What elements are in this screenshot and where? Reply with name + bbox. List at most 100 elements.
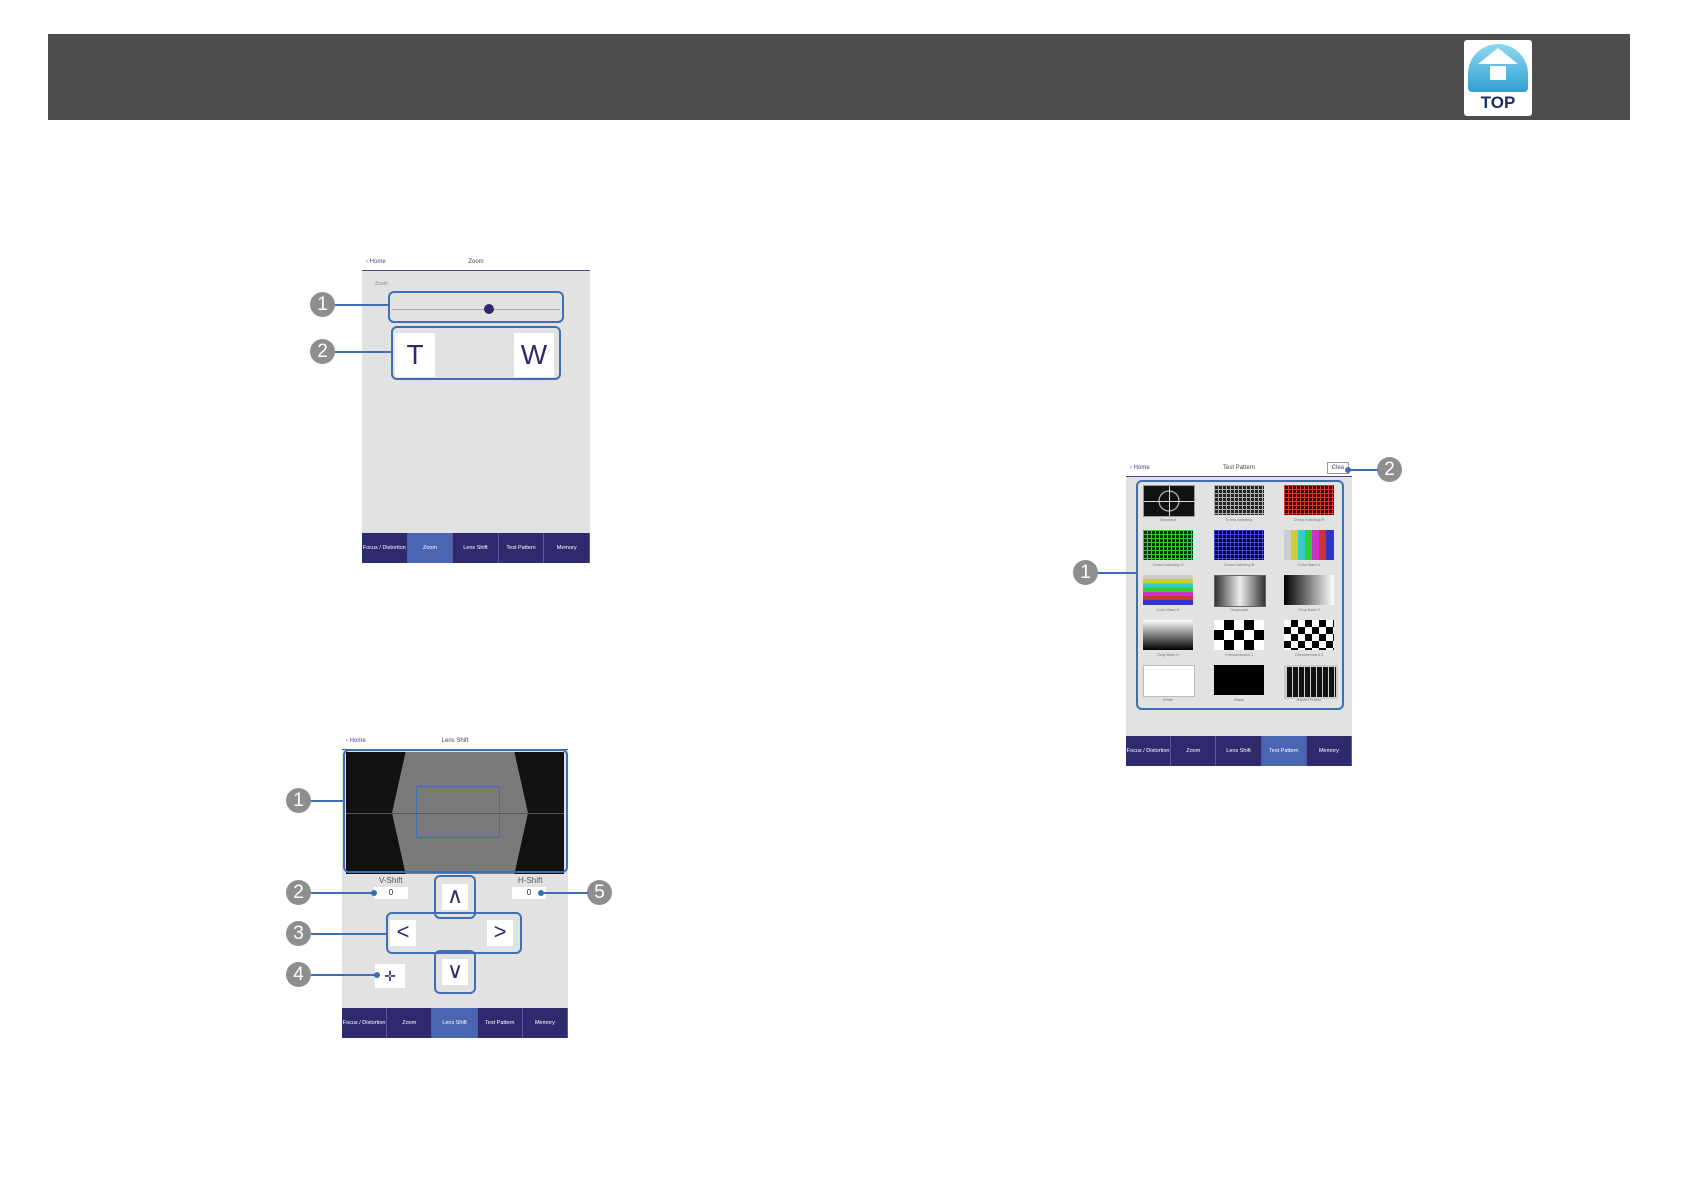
zoom-tab-lens-shift[interactable]: Lens Shift (453, 533, 499, 563)
tp-title: Test Pattern (1222, 465, 1255, 471)
test-pattern-thumb[interactable] (1284, 485, 1334, 515)
zoom-slider-thumb[interactable] (484, 304, 495, 314)
lens-tab-lens-shift[interactable]: Lens Shift (432, 1008, 478, 1038)
lens-position-indicator (416, 786, 500, 838)
test-pattern-caption: Cross-hatching (1225, 517, 1253, 522)
zoom-callout-2: 2 (310, 339, 335, 364)
lens-tab-zoom[interactable]: Zoom (387, 1008, 433, 1038)
test-pattern-thumb[interactable] (1284, 665, 1338, 699)
lens-tab-test-pattern[interactable]: Test Pattern (477, 1008, 523, 1038)
window-shape (1490, 66, 1506, 80)
lens-left-right-highlight (386, 912, 522, 954)
test-pattern-caption: Checkerboard 2 (1294, 652, 1324, 657)
lens-up-highlight (434, 875, 476, 919)
zoom-tele-button[interactable]: T (395, 333, 435, 377)
test-pattern-caption: Gray Bars V (1298, 607, 1320, 612)
test-pattern-caption: Cross-hatching R (1293, 517, 1325, 522)
lens-callout-3: 3 (286, 921, 311, 946)
zoom-wide-button[interactable]: W (514, 333, 554, 377)
zoom-slider-track[interactable] (392, 309, 560, 310)
tp-home-link[interactable]: ‹ Home (1130, 465, 1150, 471)
lens-home-link[interactable]: ‹ Home (346, 738, 366, 744)
zoom-callout-1: 1 (310, 292, 335, 317)
lens-shift-screen: ‹ Home Lens Shift V-Shift 0 H-Shift 0 ∧ … (342, 734, 569, 1038)
test-pattern-caption: Black (1234, 697, 1244, 702)
lens-tab-memory[interactable]: Memory (522, 1008, 569, 1038)
test-pattern-caption: Checkerboard 1 (1224, 652, 1254, 657)
lens-callout-5: 5 (587, 880, 612, 905)
zoom-title: Zoom (468, 259, 484, 265)
page-header-bar (48, 34, 1630, 120)
test-pattern-caption: Gray Bars H (1156, 652, 1179, 657)
zoom-tab-memory[interactable]: Memory (544, 533, 590, 563)
tp-callout-2: 2 (1377, 457, 1402, 482)
lens-tab-focus[interactable]: Focus / Distortion (342, 1008, 388, 1038)
tp-grid-highlight (1136, 480, 1344, 710)
zoom-screen: ‹ Home Zoom Zoom T W Focus / Distortion … (362, 255, 590, 563)
zoom-callout-1-line (335, 304, 389, 306)
test-pattern-caption: Color Bars H (1156, 607, 1180, 612)
test-pattern-thumb[interactable] (1214, 620, 1264, 650)
zoom-title-bar: ‹ Home Zoom (362, 255, 590, 271)
lens-callout-2-line (311, 892, 373, 894)
lens-home-label: Home (349, 738, 366, 744)
lens-view-highlight (343, 749, 568, 873)
zoom-home-label: Home (369, 259, 386, 265)
v-shift-label: V-Shift (379, 876, 403, 885)
tp-tab-zoom[interactable]: Zoom (1171, 736, 1217, 766)
top-button-label: TOP (1480, 93, 1516, 112)
test-pattern-thumb[interactable] (1284, 575, 1334, 605)
zoom-tab-zoom[interactable]: Zoom (407, 533, 454, 563)
tp-tab-test-pattern[interactable]: Test Pattern (1261, 736, 1307, 766)
lens-title: Lens Shift (441, 738, 469, 744)
zoom-callout-2-line (335, 351, 392, 353)
test-pattern-thumb[interactable] (1214, 665, 1264, 695)
test-pattern-caption: Grayscale (1229, 607, 1248, 612)
zoom-tab-test-pattern[interactable]: Test Pattern (498, 533, 545, 563)
lens-callout-4-dot (374, 972, 380, 978)
test-pattern-caption: Standard (1159, 517, 1177, 522)
test-pattern-thumb[interactable] (1284, 620, 1334, 650)
lens-tab-bar: Focus / Distortion Zoom Lens Shift Test … (342, 1008, 569, 1038)
lens-callout-5-line (540, 892, 588, 894)
lens-title-bar: ‹ Home Lens Shift (342, 734, 568, 750)
shift-down-button[interactable]: ∨ (442, 959, 468, 985)
center-lens-icon[interactable]: ✛ (375, 964, 405, 988)
shift-left-button[interactable]: < (390, 920, 416, 946)
shift-right-button[interactable]: > (487, 920, 513, 946)
lens-callout-4-line (311, 974, 377, 976)
lens-down-highlight (434, 950, 476, 994)
tp-tab-focus[interactable]: Focus / Distortion (1126, 736, 1172, 766)
tp-callout-2-line (1348, 469, 1378, 471)
zoom-buttons-highlight (391, 326, 561, 380)
test-pattern-thumb[interactable] (1214, 575, 1266, 607)
test-pattern-thumb[interactable] (1284, 530, 1334, 560)
lens-callout-2-dot (371, 890, 377, 896)
test-pattern-screen: ‹ Home Test Pattern Clea Focus / Distort… (1126, 461, 1353, 766)
lens-callout-2: 2 (286, 880, 311, 905)
h-shift-value: 0 (512, 887, 546, 899)
lens-callout-1-line (311, 800, 344, 802)
lens-callout-5-dot (538, 890, 544, 896)
h-shift-label: H-Shift (518, 876, 543, 885)
tp-callout-1: 1 (1073, 560, 1098, 585)
test-pattern-thumb[interactable] (1143, 530, 1193, 560)
test-pattern-thumb[interactable] (1143, 665, 1195, 697)
test-pattern-thumb[interactable] (1214, 485, 1264, 515)
tp-tab-memory[interactable]: Memory (1306, 736, 1353, 766)
tp-tab-lens-shift[interactable]: Lens Shift (1216, 736, 1262, 766)
test-pattern-caption: Cross-hatching G (1152, 562, 1184, 567)
test-pattern-thumb[interactable] (1143, 485, 1195, 517)
v-shift-value: 0 (374, 887, 408, 899)
test-pattern-thumb[interactable] (1143, 620, 1193, 650)
lens-callout-3-line (311, 933, 388, 935)
zoom-home-link[interactable]: ‹ Home (366, 259, 386, 265)
test-pattern-caption: Aspect Frame (1296, 697, 1322, 702)
test-pattern-caption: Color Bars V (1297, 562, 1321, 567)
test-pattern-caption: Cross-hatching B (1223, 562, 1255, 567)
shift-up-button[interactable]: ∧ (442, 884, 468, 910)
top-button[interactable]: TOP (1464, 40, 1532, 116)
zoom-tab-focus[interactable]: Focus / Distortion (362, 533, 408, 563)
test-pattern-thumb[interactable] (1214, 530, 1264, 560)
test-pattern-thumb[interactable] (1143, 575, 1193, 605)
